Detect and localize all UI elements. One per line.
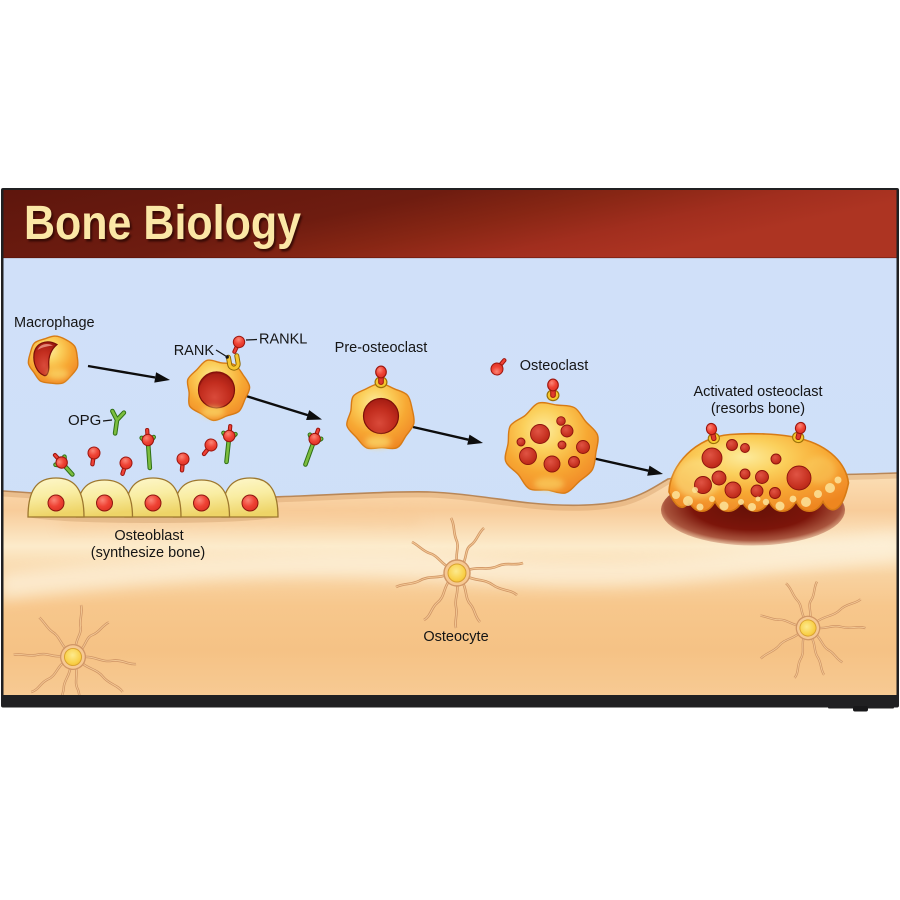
svg-text:RANK: RANK xyxy=(174,343,215,359)
svg-text:Macrophage: Macrophage xyxy=(14,315,95,331)
svg-text:Activated osteoclast: Activated osteoclast xyxy=(694,384,823,400)
svg-text:Osteocyte: Osteocyte xyxy=(423,629,488,645)
svg-text:Bone Biology: Bone Biology xyxy=(24,197,301,250)
svg-text:Osteoblast: Osteoblast xyxy=(114,528,183,544)
svg-text:OPG: OPG xyxy=(68,412,101,429)
svg-text:Pre-osteoclast: Pre-osteoclast xyxy=(335,340,428,356)
svg-text:RANKL: RANKL xyxy=(259,332,307,348)
svg-text:Osteoclast: Osteoclast xyxy=(520,358,589,374)
svg-text:(resorbs bone): (resorbs bone) xyxy=(711,401,805,417)
svg-text:(synthesize bone): (synthesize bone) xyxy=(91,545,205,561)
